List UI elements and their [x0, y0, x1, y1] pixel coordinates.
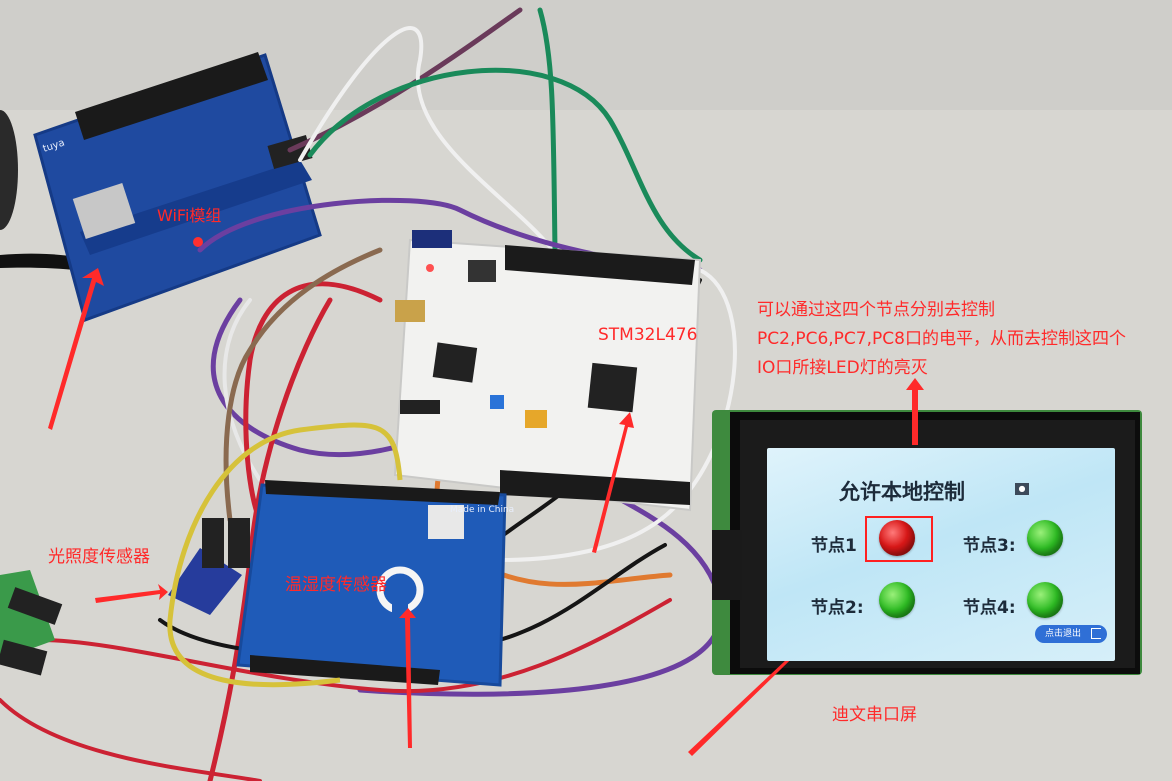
made-in-china-print: Made in China: [450, 505, 514, 515]
wifi-module-label: WiFi模组: [157, 206, 222, 225]
light-sensor-label: 光照度传感器: [48, 547, 150, 567]
temp-humidity-label: 温湿度传感器: [285, 575, 387, 595]
node-1-led[interactable]: [879, 520, 915, 556]
wire-yellow: [167, 422, 403, 688]
node-2-label: 节点2:: [811, 598, 864, 618]
exit-button[interactable]: 点击退出: [1035, 625, 1107, 643]
screen-title: 允许本地控制: [839, 480, 965, 504]
node-3-label: 节点3:: [963, 536, 1016, 556]
exit-button-label: 点击退出: [1045, 629, 1082, 639]
node-4-led[interactable]: [1027, 582, 1063, 618]
stm32-board: [393, 230, 702, 512]
mcu-board-label: STM32L476: [598, 325, 698, 345]
lcd-screen: 允许本地控制 ● 节点1 节点2: 节点3: 节点4: 点击退出: [767, 448, 1115, 661]
wifi-module-board: tuya: [33, 52, 322, 322]
screen-tag-icon: ●: [1015, 483, 1029, 495]
green-board-left: [0, 570, 63, 676]
exit-icon: [1091, 628, 1101, 639]
node-1-highlight: [865, 516, 933, 562]
serial-screen-label: 迪文串口屏: [832, 705, 917, 725]
node-4-label: 节点4:: [963, 598, 1016, 618]
temp-humidity-board: Made in China: [236, 480, 514, 687]
node-3-led[interactable]: [1027, 520, 1063, 556]
light-sensor: [168, 518, 250, 615]
node-2-led[interactable]: [879, 582, 915, 618]
node-1-label: 节点1: [811, 536, 857, 556]
control-note: 可以通过这四个节点分别去控制PC2,PC6,PC7,PC8口的电平，从而去控制这…: [757, 300, 1126, 378]
